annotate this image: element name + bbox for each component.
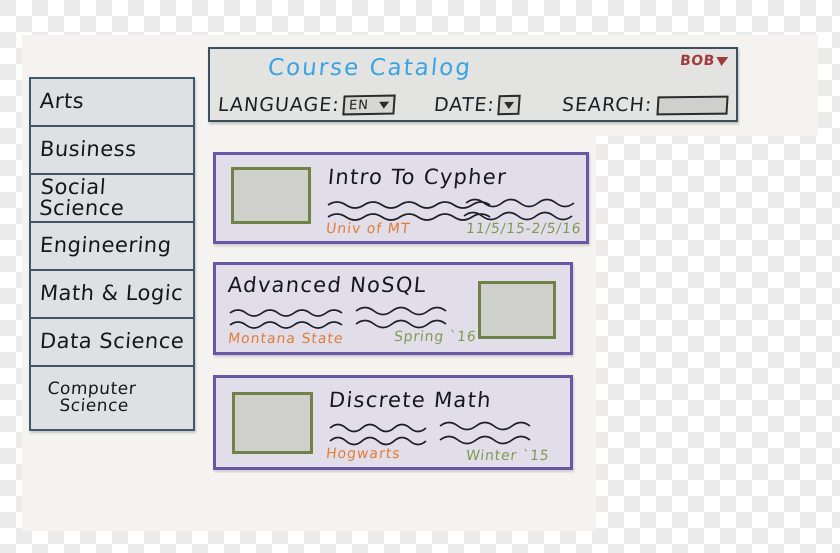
sidebar-item-label: Data Science [39,329,186,354]
search-input[interactable] [656,95,729,115]
course-term: Winter `15 [465,448,551,464]
search-label: SEARCH: [561,94,654,116]
course-card[interactable]: Advanced NoSQL Montana State Spring `16 [213,262,573,355]
toolbar-controls: LANGUAGE: EN DATE: SEARCH: [217,91,729,119]
header-panel: Course Catalog BOB LANGUAGE: EN DATE: SE… [208,47,738,122]
course-term: Spring `16 [393,329,478,345]
sidebar-item-label: Social Science [38,174,126,220]
sidebar-item-math-and-logic[interactable]: Math & Logic [31,271,193,319]
page-title: Course Catalog [266,55,474,81]
chevron-down-icon [378,101,389,109]
course-card[interactable]: Intro To Cypher Univ of MT 11/5/15-2/5/1… [213,152,589,244]
language-label: LANGUAGE: [217,94,341,116]
user-menu-label: BOB [679,53,716,69]
course-school: Hogwarts [325,446,402,462]
course-school: Montana State [227,331,345,347]
sidebar-item-label: Engineering [39,233,173,258]
chevron-down-icon [503,101,515,109]
sidebar-item-computer-science[interactable]: Computer Science [31,367,193,429]
course-title: Advanced NoSQL [226,273,428,297]
sidebar-item-data-science[interactable]: Data Science [31,319,193,367]
date-label: DATE: [433,94,496,116]
course-term: 11/5/15-2/5/16 [465,221,583,237]
sidebar-item-social-science[interactable]: Social Science [31,175,193,223]
course-thumbnail [231,167,311,224]
date-select[interactable] [497,94,521,116]
course-description-placeholder [327,198,575,221]
course-thumbnail [232,392,313,454]
language-select[interactable]: EN [341,94,396,116]
user-menu-button[interactable]: BOB [679,53,729,69]
course-title: Discrete Math [327,388,493,412]
sidebar-item-label: Arts [39,89,86,114]
course-school: Univ of MT [325,221,412,237]
sidebar-item-label: Math & Logic [39,281,185,306]
sidebar-item-business[interactable]: Business [31,127,193,175]
language-select-value: EN [348,97,370,113]
course-description-placeholder [329,421,531,446]
sidebar-item-arts[interactable]: Arts [31,79,193,127]
sidebar-item-label-line2: Science [58,396,130,416]
sidebar-item-label: Computer Science [46,379,137,416]
course-thumbnail [478,281,556,339]
course-title: Intro To Cypher [326,165,509,189]
sidebar-item-label: Business [39,137,138,162]
course-card[interactable]: Discrete Math Hogwarts Winter `15 [213,375,573,470]
category-sidebar: Arts Business Social Science Engineering… [29,77,195,431]
caret-down-icon [715,56,729,66]
sidebar-item-engineering[interactable]: Engineering [31,223,193,271]
course-description-placeholder [229,306,447,329]
